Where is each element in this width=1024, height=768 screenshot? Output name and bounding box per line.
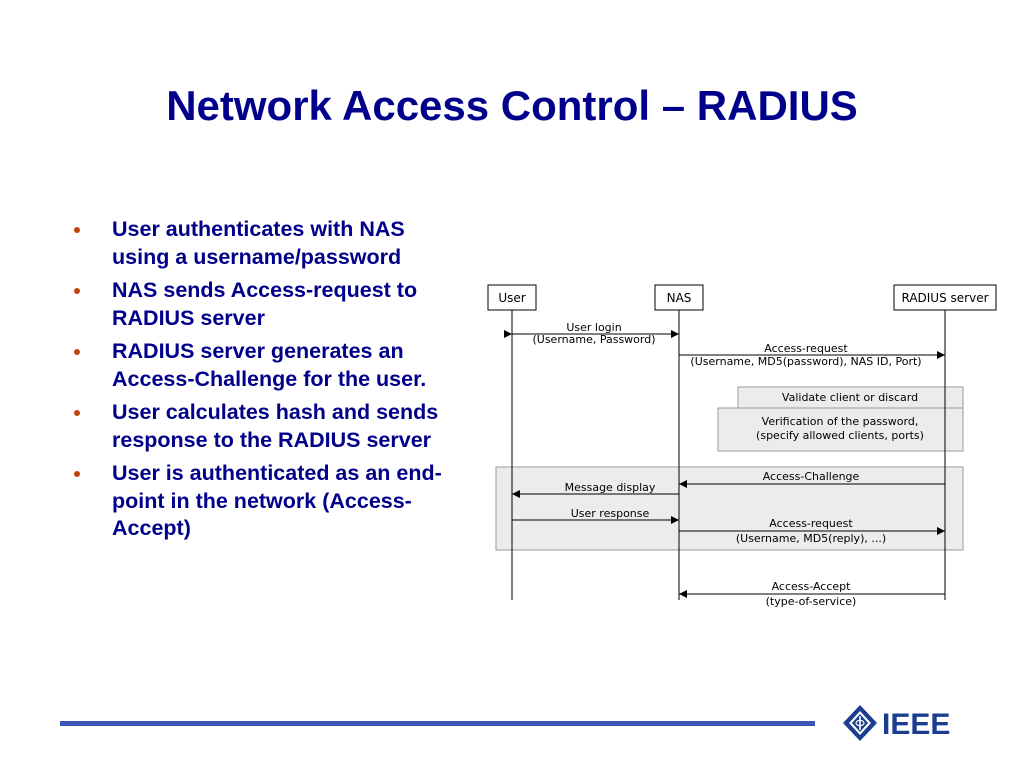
bullet-dot-icon bbox=[74, 471, 80, 477]
footer-divider bbox=[60, 721, 815, 726]
user-response-label: User response bbox=[571, 507, 650, 520]
radius-actor-box bbox=[893, 284, 997, 311]
ieee-logo: IEEE bbox=[843, 705, 950, 741]
bullet-text: User is authenticated as an end-point in… bbox=[112, 461, 442, 540]
access-accept-sub-label: (type-of-service) bbox=[766, 595, 857, 608]
bullet-item: RADIUS server generates an Access-Challe… bbox=[72, 338, 442, 393]
user-actor-box bbox=[487, 284, 537, 311]
bullet-item: User authenticates with NAS using a user… bbox=[72, 216, 442, 271]
bullet-item: User is authenticated as an end-point in… bbox=[72, 460, 442, 543]
radius-actor-label: RADIUS server bbox=[901, 291, 988, 305]
bullet-list: User authenticates with NAS using a user… bbox=[72, 216, 442, 549]
ieee-logo-text: IEEE bbox=[882, 708, 950, 741]
bullet-item: NAS sends Access-request to RADIUS serve… bbox=[72, 277, 442, 332]
bullet-dot-icon bbox=[74, 227, 80, 233]
verify-label: Verification of the password, bbox=[762, 415, 919, 428]
nas-actor-box bbox=[654, 284, 704, 311]
access-challenge-label: Access-Challenge bbox=[763, 470, 860, 483]
access-request-sub-label: (Username, MD5(password), NAS ID, Port) bbox=[690, 355, 921, 368]
bullet-dot-icon bbox=[74, 349, 80, 355]
access-request2-sub-label: (Username, MD5(reply), ...) bbox=[736, 532, 886, 545]
bullet-text: NAS sends Access-request to RADIUS serve… bbox=[112, 278, 418, 330]
user-actor-label: User bbox=[498, 291, 525, 305]
ieee-diamond-icon bbox=[843, 705, 877, 741]
bullet-text: RADIUS server generates an Access-Challe… bbox=[112, 339, 427, 391]
bullet-text: User calculates hash and sends response … bbox=[112, 400, 439, 452]
verify-sub-label: (specify allowed clients, ports) bbox=[756, 429, 924, 442]
slide-title: Network Access Control – RADIUS bbox=[166, 82, 858, 129]
bullet-item: User calculates hash and sends response … bbox=[72, 399, 442, 454]
access-request-label: Access-request bbox=[764, 342, 848, 355]
bullet-dot-icon bbox=[74, 410, 80, 416]
access-accept-label: Access-Accept bbox=[772, 580, 852, 593]
challenge-region bbox=[495, 466, 964, 551]
validate-label: Validate client or discard bbox=[782, 391, 918, 404]
radius-sequence-diagram: User NAS RADIUS server User login (Usern… bbox=[487, 284, 997, 608]
message-display-label: Message display bbox=[565, 481, 656, 494]
verify-box bbox=[717, 407, 964, 452]
bullet-text: User authenticates with NAS using a user… bbox=[112, 217, 405, 269]
access-request2-label: Access-request bbox=[769, 517, 853, 530]
user-login-sub-label: (Username, Password) bbox=[532, 333, 655, 346]
nas-actor-label: NAS bbox=[667, 291, 692, 305]
bullet-dot-icon bbox=[74, 288, 80, 294]
